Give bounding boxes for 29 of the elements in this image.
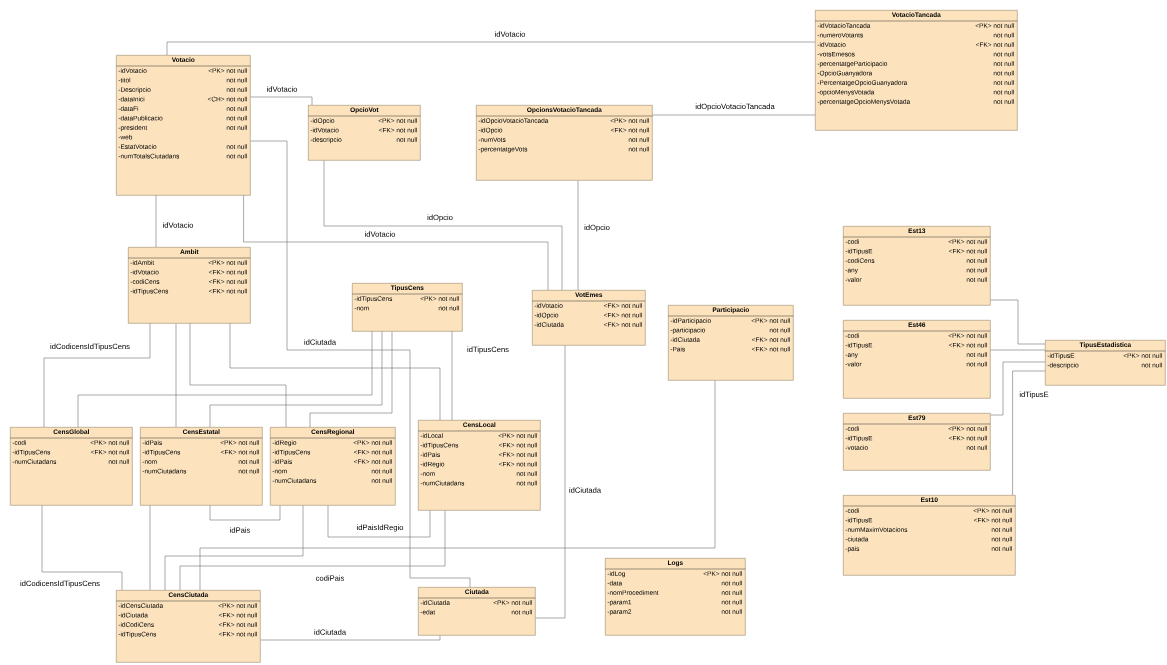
connector-line [41,505,123,591]
connector-line [990,361,1046,416]
connector-line [179,510,446,591]
connector-line [243,195,549,291]
connector-line [323,160,563,291]
connector-line [166,41,816,56]
connector-line [199,380,716,591]
connector-line [209,505,281,521]
connector-line [990,349,1046,351]
connector-line [164,505,304,591]
connector-line [309,331,393,428]
connector-line [250,140,471,588]
connector-line [175,323,177,428]
connector-line [250,96,313,106]
connector-line [652,114,816,116]
connector-line [1012,370,1046,496]
connector-line [155,195,157,248]
connector-line [260,635,441,641]
connector-line [535,345,566,619]
connector-line [209,331,383,428]
connector-line [77,331,373,428]
connector-line [229,323,441,421]
connector-line [451,331,453,421]
connector-line [43,323,151,428]
connector-line [327,505,431,538]
connector-line [189,323,287,428]
connector-line [577,180,579,291]
connector-line [990,299,1046,345]
connector-line [149,505,151,591]
